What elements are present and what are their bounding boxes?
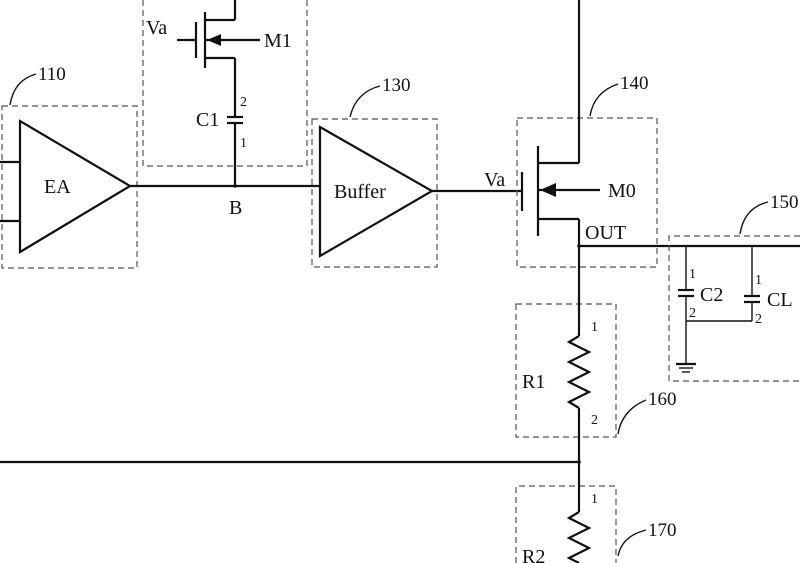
c1-pin-bottom: 1	[240, 136, 247, 151]
block-150-boundary	[668, 235, 800, 382]
block-140-leader	[589, 83, 619, 117]
cl-pin-bottom: 2	[755, 312, 762, 327]
m0-body-arrow	[540, 183, 556, 197]
cl-pin-top: 1	[755, 273, 762, 288]
m0-label: M0	[608, 180, 636, 202]
m1-body-arrow	[207, 34, 221, 46]
va-m0-label: Va	[484, 169, 505, 191]
block-m1-c1-boundary	[142, 0, 308, 167]
c2-label: C2	[700, 284, 723, 306]
r1-resistor-symbol	[566, 335, 592, 409]
r1-label: R1	[522, 371, 545, 393]
ref-150: 150	[770, 192, 799, 213]
ref-110: 110	[38, 64, 66, 85]
c1-label: C1	[196, 109, 219, 131]
node-b-junction	[233, 184, 237, 188]
block-130-leader	[349, 85, 381, 118]
ref-140: 140	[620, 73, 649, 94]
r2-label: R2	[522, 546, 545, 563]
ea-label: EA	[44, 176, 71, 198]
block-170-leader	[617, 529, 647, 557]
r1-pin-top: 1	[591, 320, 598, 335]
block-130-boundary	[311, 118, 438, 268]
va-m1-label: Va	[146, 17, 167, 39]
block-110-leader	[9, 73, 37, 106]
ground-symbol	[676, 362, 696, 373]
ref-160: 160	[648, 389, 677, 410]
block-170-boundary	[515, 485, 617, 563]
r1-pin-bottom: 2	[591, 413, 598, 428]
c2-pin-bottom: 2	[689, 306, 696, 321]
cl-label: CL	[767, 289, 793, 311]
buffer-label: Buffer	[334, 181, 386, 203]
block-140-boundary	[516, 117, 658, 268]
node-b-label: B	[229, 197, 242, 219]
ref-170: 170	[648, 520, 677, 541]
block-150-leader	[739, 201, 769, 235]
c2-pin-top: 1	[689, 267, 696, 282]
c1-pin-top: 2	[240, 95, 247, 110]
r2-pin-top: 1	[591, 492, 598, 507]
ref-130: 130	[382, 75, 411, 96]
ea-amplifier-symbol	[18, 119, 133, 254]
buffer-symbol	[318, 125, 435, 258]
m1-label: M1	[264, 30, 292, 52]
r2-resistor-symbol	[566, 511, 592, 563]
block-160-boundary	[515, 303, 617, 438]
out-label: OUT	[585, 222, 626, 244]
block-160-leader	[617, 399, 647, 435]
